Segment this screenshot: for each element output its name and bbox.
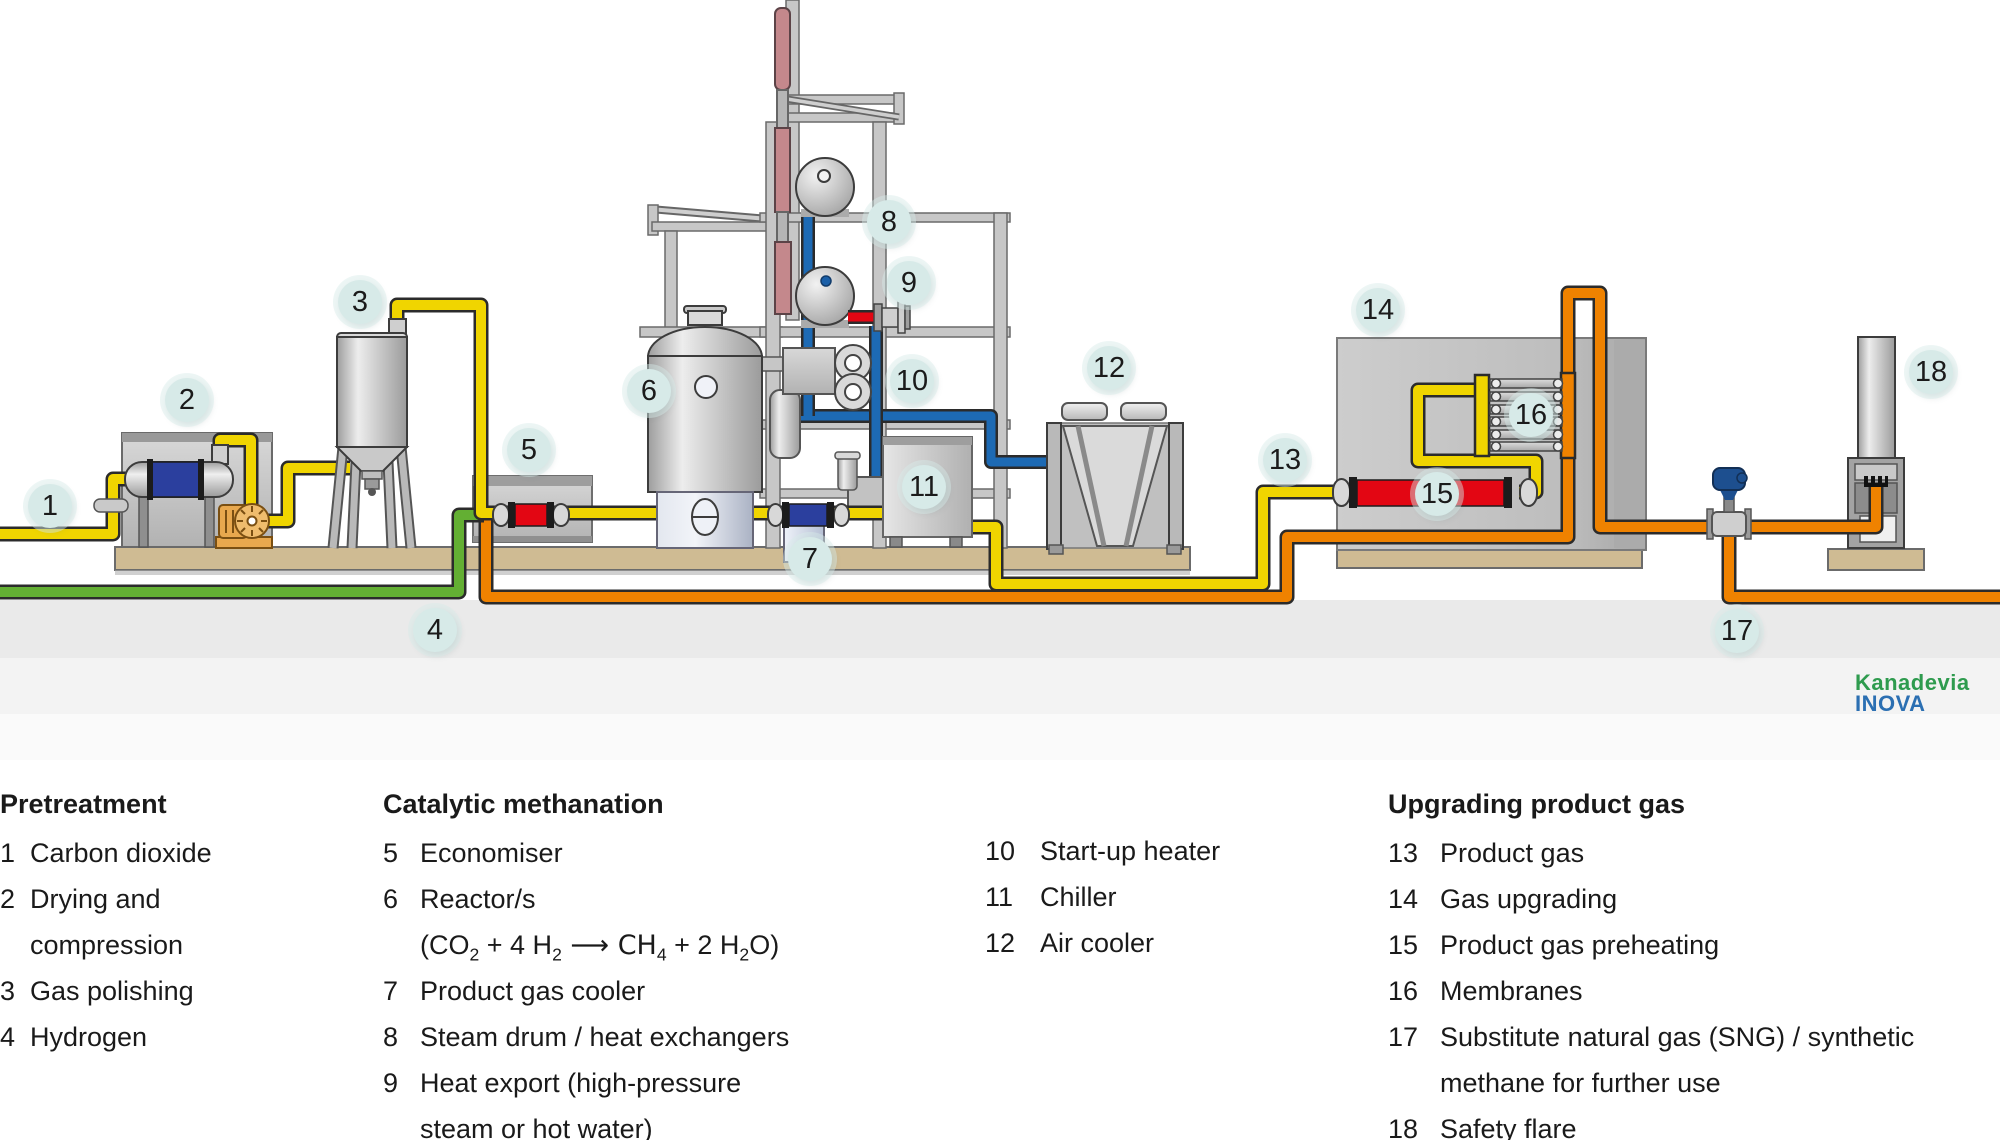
legend-item-9-cont: steam or hot water) — [420, 1114, 653, 1140]
ground — [0, 600, 2000, 760]
diagram-label-6: 6 — [627, 369, 671, 413]
legend-title: Upgrading product gas — [1388, 789, 1685, 819]
economiser-element — [492, 502, 570, 528]
heat-export-nozzle — [848, 301, 911, 334]
diagram-label-16: 16 — [1509, 393, 1553, 437]
hydrogen-pipe-green — [0, 507, 484, 600]
flare-burner-icon — [1864, 476, 1888, 487]
air-cooler — [1046, 402, 1184, 555]
brand-line1: Kanadevia — [1855, 670, 1970, 695]
inlet-fitting — [93, 498, 129, 513]
diagram-label-14: 14 — [1356, 288, 1400, 332]
drying-vessel — [124, 444, 234, 548]
legend-item-17-cont: methane for further use — [1440, 1068, 1721, 1098]
diagram-label-5: 5 — [507, 428, 551, 472]
drum-port — [817, 169, 831, 183]
legend-item-6-equation: (CO2 + 4 H2 ⟶ CH4 + 2 H2O) — [420, 930, 780, 965]
legend-title: Pretreatment — [0, 789, 167, 819]
diagram-label-9: 9 — [887, 261, 931, 305]
diagram-label-17: 17 — [1715, 609, 1759, 653]
heat-export-drum — [795, 266, 855, 328]
diagram-label-11: 11 — [902, 465, 946, 509]
diagram-label-7: 7 — [788, 537, 832, 581]
diagram-label-13: 13 — [1263, 438, 1307, 482]
legend-title: Catalytic methanation — [383, 789, 664, 819]
legend-item-2-cont: compression — [30, 930, 184, 960]
condensate-pot — [769, 389, 801, 459]
steam-drum — [795, 157, 855, 217]
diagram-label-3: 3 — [338, 280, 382, 324]
methanation-reactor — [646, 305, 764, 549]
gas-polishing-silo — [327, 318, 417, 549]
sng-recycle-pipe-orange — [478, 285, 2000, 605]
diagram-label-1: 1 — [28, 484, 72, 528]
brand-logo: Kanadevia INOVA — [1855, 670, 1970, 716]
diagram-label-15: 15 — [1415, 472, 1459, 516]
diagram-label-2: 2 — [165, 378, 209, 422]
compressor — [215, 503, 273, 549]
startup-heater-stack — [774, 7, 792, 315]
diagram-label-4: 4 — [413, 608, 457, 652]
diagram-label-10: 10 — [890, 359, 934, 403]
sng-control-valve — [1706, 467, 1752, 540]
diagram-label-8: 8 — [867, 200, 911, 244]
diagram-label-12: 12 — [1087, 346, 1131, 390]
diagram-label-18: 18 — [1909, 350, 1953, 394]
skid-platforms — [114, 546, 1925, 575]
chiller — [882, 436, 973, 548]
brand-line2: INOVA — [1855, 691, 1926, 716]
